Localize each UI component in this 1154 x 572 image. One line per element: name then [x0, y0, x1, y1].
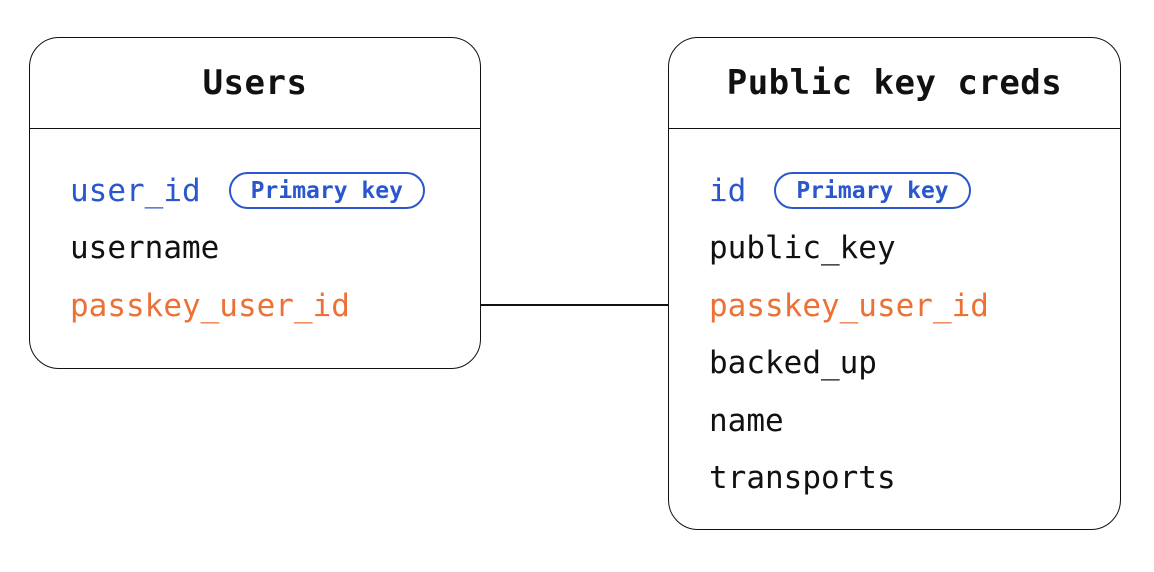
- table-title: Users: [202, 63, 308, 103]
- table-header: Users: [30, 38, 480, 129]
- field-name: transports: [709, 460, 896, 497]
- field-row: passkey_user_id: [669, 277, 1120, 335]
- field-name: user_id: [70, 172, 201, 209]
- relationship-line: [481, 304, 668, 306]
- field-name: public_key: [709, 230, 896, 267]
- field-name: id: [709, 172, 747, 209]
- field-name: name: [709, 402, 784, 439]
- table-body: user_id Primary key username passkey_use…: [30, 129, 480, 335]
- field-name: username: [70, 230, 220, 267]
- field-row: public_key: [669, 220, 1120, 278]
- table-body: id Primary key public_key passkey_user_i…: [669, 129, 1120, 507]
- table-card-users: Users user_id Primary key username passk…: [29, 37, 481, 369]
- field-row: id Primary key: [669, 162, 1120, 220]
- primary-key-badge: Primary key: [228, 172, 425, 210]
- field-row: username: [30, 220, 480, 278]
- field-name: passkey_user_id: [709, 287, 989, 324]
- field-name: backed_up: [709, 345, 877, 382]
- field-row: passkey_user_id: [30, 277, 480, 335]
- field-row: transports: [669, 450, 1120, 508]
- field-row: name: [669, 392, 1120, 450]
- field-row: backed_up: [669, 335, 1120, 393]
- table-title: Public key creds: [726, 63, 1063, 103]
- table-header: Public key creds: [669, 38, 1120, 129]
- field-name: passkey_user_id: [70, 287, 350, 324]
- field-row: user_id Primary key: [30, 162, 480, 220]
- primary-key-badge: Primary key: [774, 172, 971, 210]
- table-card-public-key-creds: Public key creds id Primary key public_k…: [668, 37, 1121, 530]
